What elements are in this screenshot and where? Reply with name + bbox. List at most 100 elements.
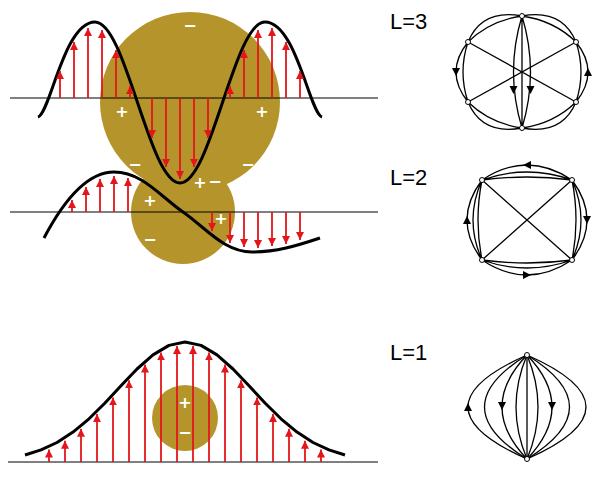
field-arrow [96,414,98,462]
wave-curve [25,342,345,455]
pole-dot [520,126,525,131]
field-arrowhead [498,402,506,410]
charge-sign: + [115,104,128,120]
field-arrow [229,212,231,243]
field-arrowhead [452,68,460,76]
field-arrow [165,98,167,167]
field-line [522,102,576,129]
charge-sign: − [183,18,196,34]
pole-dot [570,178,575,183]
pole-dot [480,178,485,183]
field-arrow [101,30,103,98]
field-arrow [176,346,178,462]
sphere-fill [152,385,218,451]
pole-dot [525,353,530,358]
pole-dot [525,457,530,462]
charge-sign: − [178,425,191,441]
field-arrow [257,30,259,98]
field-line [522,15,576,42]
field-arrowhead [548,402,556,410]
pole-dot [574,40,579,45]
sphere-fill [131,160,235,264]
multipole-order: L=3 [390,10,427,34]
charge-sign: − [241,157,254,173]
field-arrow [207,98,209,138]
field-arrowheads-l1 [464,402,556,411]
charge-sphere: +− [152,385,218,451]
field-arrow [285,42,287,98]
field-arrow [299,212,301,240]
field-arrow [211,212,213,231]
field-arrow [115,50,117,98]
field-arrow [288,429,290,462]
field-arrow [48,450,50,463]
field-arrow [129,86,131,98]
charge-sign: − [208,174,221,190]
field-arrow [285,212,287,244]
wave-curve [44,172,320,252]
field-arrow [160,352,162,462]
wave-l2 [10,172,378,252]
field-arrow [71,200,73,212]
pole-dot [466,100,471,105]
field-arrow [256,397,258,462]
pole-dots-l3 [466,14,579,131]
field-arrow [304,441,306,462]
field-arrow [59,71,61,98]
wave-l3 [10,22,378,183]
field-line [482,165,572,180]
field-arrow [64,441,66,462]
field-arrow [151,98,153,138]
field-arrow [179,98,181,179]
field-arrow [193,98,195,167]
charge-sphere: −++−−+ [100,12,280,192]
field-arrowhead [463,216,471,224]
field-line [526,355,527,459]
charge-sign: + [214,211,227,227]
field-arrow [271,28,273,98]
sphere-fill [100,12,280,192]
field-arrowhead [510,86,518,94]
field-lines-l1 [468,355,586,459]
pole-dot [570,258,575,263]
field-arrow [85,187,87,212]
multipole-order: L=2 [390,166,427,190]
pole-dot [574,100,579,105]
charge-sign: + [143,193,156,209]
field-arrow [224,365,226,463]
field-line [516,355,538,459]
field-arrow [73,42,75,98]
field-arrowhead [464,403,472,411]
field-line [468,355,586,459]
charge-sign: − [143,232,156,248]
field-arrowhead [527,86,535,94]
field-lines-l3 [456,15,588,130]
pole-dots-l2 [480,178,575,263]
field-line [467,180,482,260]
field-line [482,180,572,260]
field-arrow [87,28,89,98]
field-line [468,102,522,129]
charge-sign: − [128,157,141,173]
pole-dots-l1 [525,353,530,462]
field-arrow [127,178,129,212]
field-arrow [257,212,259,248]
field-arrow [144,365,146,463]
field-arrowhead [523,271,531,279]
field-arrowhead [523,161,531,169]
field-line [468,42,576,102]
field-arrow [229,86,231,98]
pole-dot [480,258,485,263]
field-arrow [80,429,82,462]
field-arrowheads-l2 [463,161,591,279]
field-arrow [128,380,130,462]
charge-sign: + [193,175,206,191]
wave-l1 [8,342,378,462]
field-arrow [320,450,322,463]
field-arrow [112,397,114,462]
field-arrow [243,212,245,247]
charge-sign: + [178,395,191,411]
field-arrow [271,212,273,246]
